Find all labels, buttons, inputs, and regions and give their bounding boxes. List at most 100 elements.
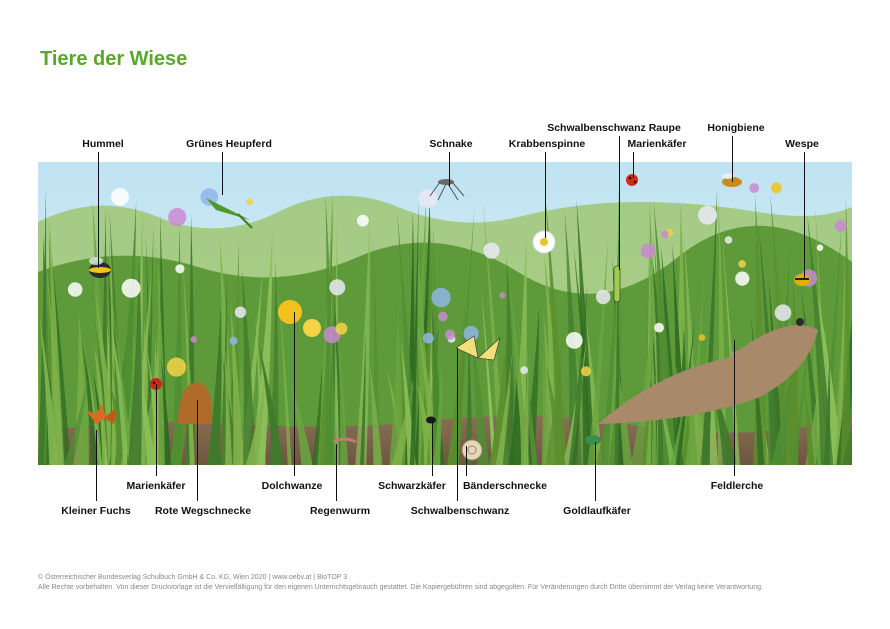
flower <box>200 188 219 206</box>
leader-schwarzkaefer <box>432 420 433 476</box>
grass-blade <box>641 350 653 465</box>
leader-marienkaefer-bottom <box>156 384 157 476</box>
grass-blade <box>289 379 313 465</box>
grass-blade <box>391 369 416 465</box>
grasshopper-figure <box>206 198 253 229</box>
flower <box>580 366 592 377</box>
label-marienkaefer-bottom: Marienkäfer <box>126 480 186 492</box>
grass-blade <box>389 309 403 465</box>
flower <box>698 334 706 341</box>
grass-blade <box>111 296 134 465</box>
label-regenwurm: Regenwurm <box>309 505 371 517</box>
leader-regenwurm <box>336 444 337 501</box>
grass-blade <box>242 269 256 465</box>
leader-marienkaefer-top <box>633 152 634 178</box>
leader-dolchwanze <box>294 312 295 476</box>
leader-feldlerche <box>734 340 735 476</box>
flower <box>661 230 669 239</box>
flower <box>816 244 824 251</box>
flower <box>438 311 448 322</box>
grass-blade <box>64 377 88 465</box>
grass-blade <box>523 346 529 465</box>
grass-blade <box>207 306 222 465</box>
skylark-figure <box>598 318 818 424</box>
flower <box>770 182 782 194</box>
grass-blade <box>409 199 419 465</box>
flower <box>444 329 456 340</box>
leader-rote-wegschnecke <box>197 400 198 501</box>
grass-blade <box>223 335 233 465</box>
grass-blade <box>359 330 366 465</box>
crane-fly-figure <box>429 179 465 201</box>
flower <box>596 289 611 305</box>
label-schwarzkaefer: Schwarzkäfer <box>378 480 446 492</box>
leader-wespe <box>804 152 805 278</box>
flower <box>463 325 479 342</box>
label-feldlerche: Feldlerche <box>710 480 764 492</box>
flower <box>774 304 792 321</box>
swallowtail-figure <box>455 335 501 361</box>
page-title: Tiere der Wiese <box>40 48 188 70</box>
red-slug-figure <box>178 382 213 424</box>
grass-blade <box>509 286 530 465</box>
flower <box>724 236 733 244</box>
grass-blade <box>52 257 71 465</box>
grass-blade <box>355 210 371 465</box>
ladybird-top-figure <box>626 174 638 186</box>
flower <box>749 183 760 193</box>
grass-blade <box>127 258 142 465</box>
caterpillar-figure <box>613 265 621 303</box>
leader-schwalbenschwanz <box>457 348 458 501</box>
grass-blade <box>614 187 620 465</box>
leader-gruenes-heupferd <box>222 152 223 195</box>
leader-krabbenspinne <box>545 152 546 238</box>
leader-kleiner-fuchs <box>96 430 97 501</box>
grass-blade <box>269 261 279 465</box>
flower <box>520 366 529 374</box>
earthworm-figure <box>333 437 357 444</box>
flower <box>335 322 348 335</box>
grass-blade <box>541 334 548 465</box>
wasp-figure <box>794 274 810 286</box>
label-kleiner-fuchs: Kleiner Fuchs <box>61 505 131 517</box>
label-gruenes-heupferd: Grünes Heupferd <box>186 138 272 150</box>
leader-baenderschnecke <box>466 446 467 476</box>
leader-honigbiene <box>732 136 733 182</box>
bumblebee-figure <box>89 257 111 278</box>
grass-blade <box>251 231 273 465</box>
grass-blade <box>337 333 349 465</box>
grass-blade <box>167 384 188 465</box>
flower <box>229 336 238 345</box>
grass-blade <box>161 355 172 465</box>
label-marienkaefer-top: Marienkäfer <box>627 138 687 150</box>
flower <box>738 260 746 268</box>
grass-blade <box>433 356 443 465</box>
label-schnake: Schnake <box>429 138 473 150</box>
label-wespe: Wespe <box>785 138 819 150</box>
flower <box>166 357 187 377</box>
flower <box>121 278 141 298</box>
flower <box>431 287 451 308</box>
grass-blade <box>587 240 608 465</box>
grass-blade <box>523 304 540 465</box>
leader-hummel <box>98 152 99 268</box>
flower <box>168 208 187 227</box>
flower <box>246 198 254 206</box>
golden-ground-beetle-figure <box>585 435 601 445</box>
grass-blade <box>245 381 265 465</box>
grass-blade <box>431 225 441 465</box>
leader-schnake <box>449 152 450 186</box>
flower <box>499 292 506 299</box>
grass-blade <box>508 377 522 465</box>
flower <box>418 189 438 208</box>
label-dolchwanze: Dolchwanze <box>261 480 323 492</box>
banded-snail-figure <box>461 439 483 461</box>
flower <box>834 220 847 232</box>
grass-blade <box>545 363 566 465</box>
label-honigbiene: Honigbiene <box>707 122 765 134</box>
label-schwalbenschwanz-raupe: Schwalbenschwanz Raupe <box>547 122 681 134</box>
flower <box>234 306 247 318</box>
grass-blade <box>311 364 323 465</box>
grass-blade <box>481 287 497 465</box>
grass-blade <box>495 348 513 465</box>
